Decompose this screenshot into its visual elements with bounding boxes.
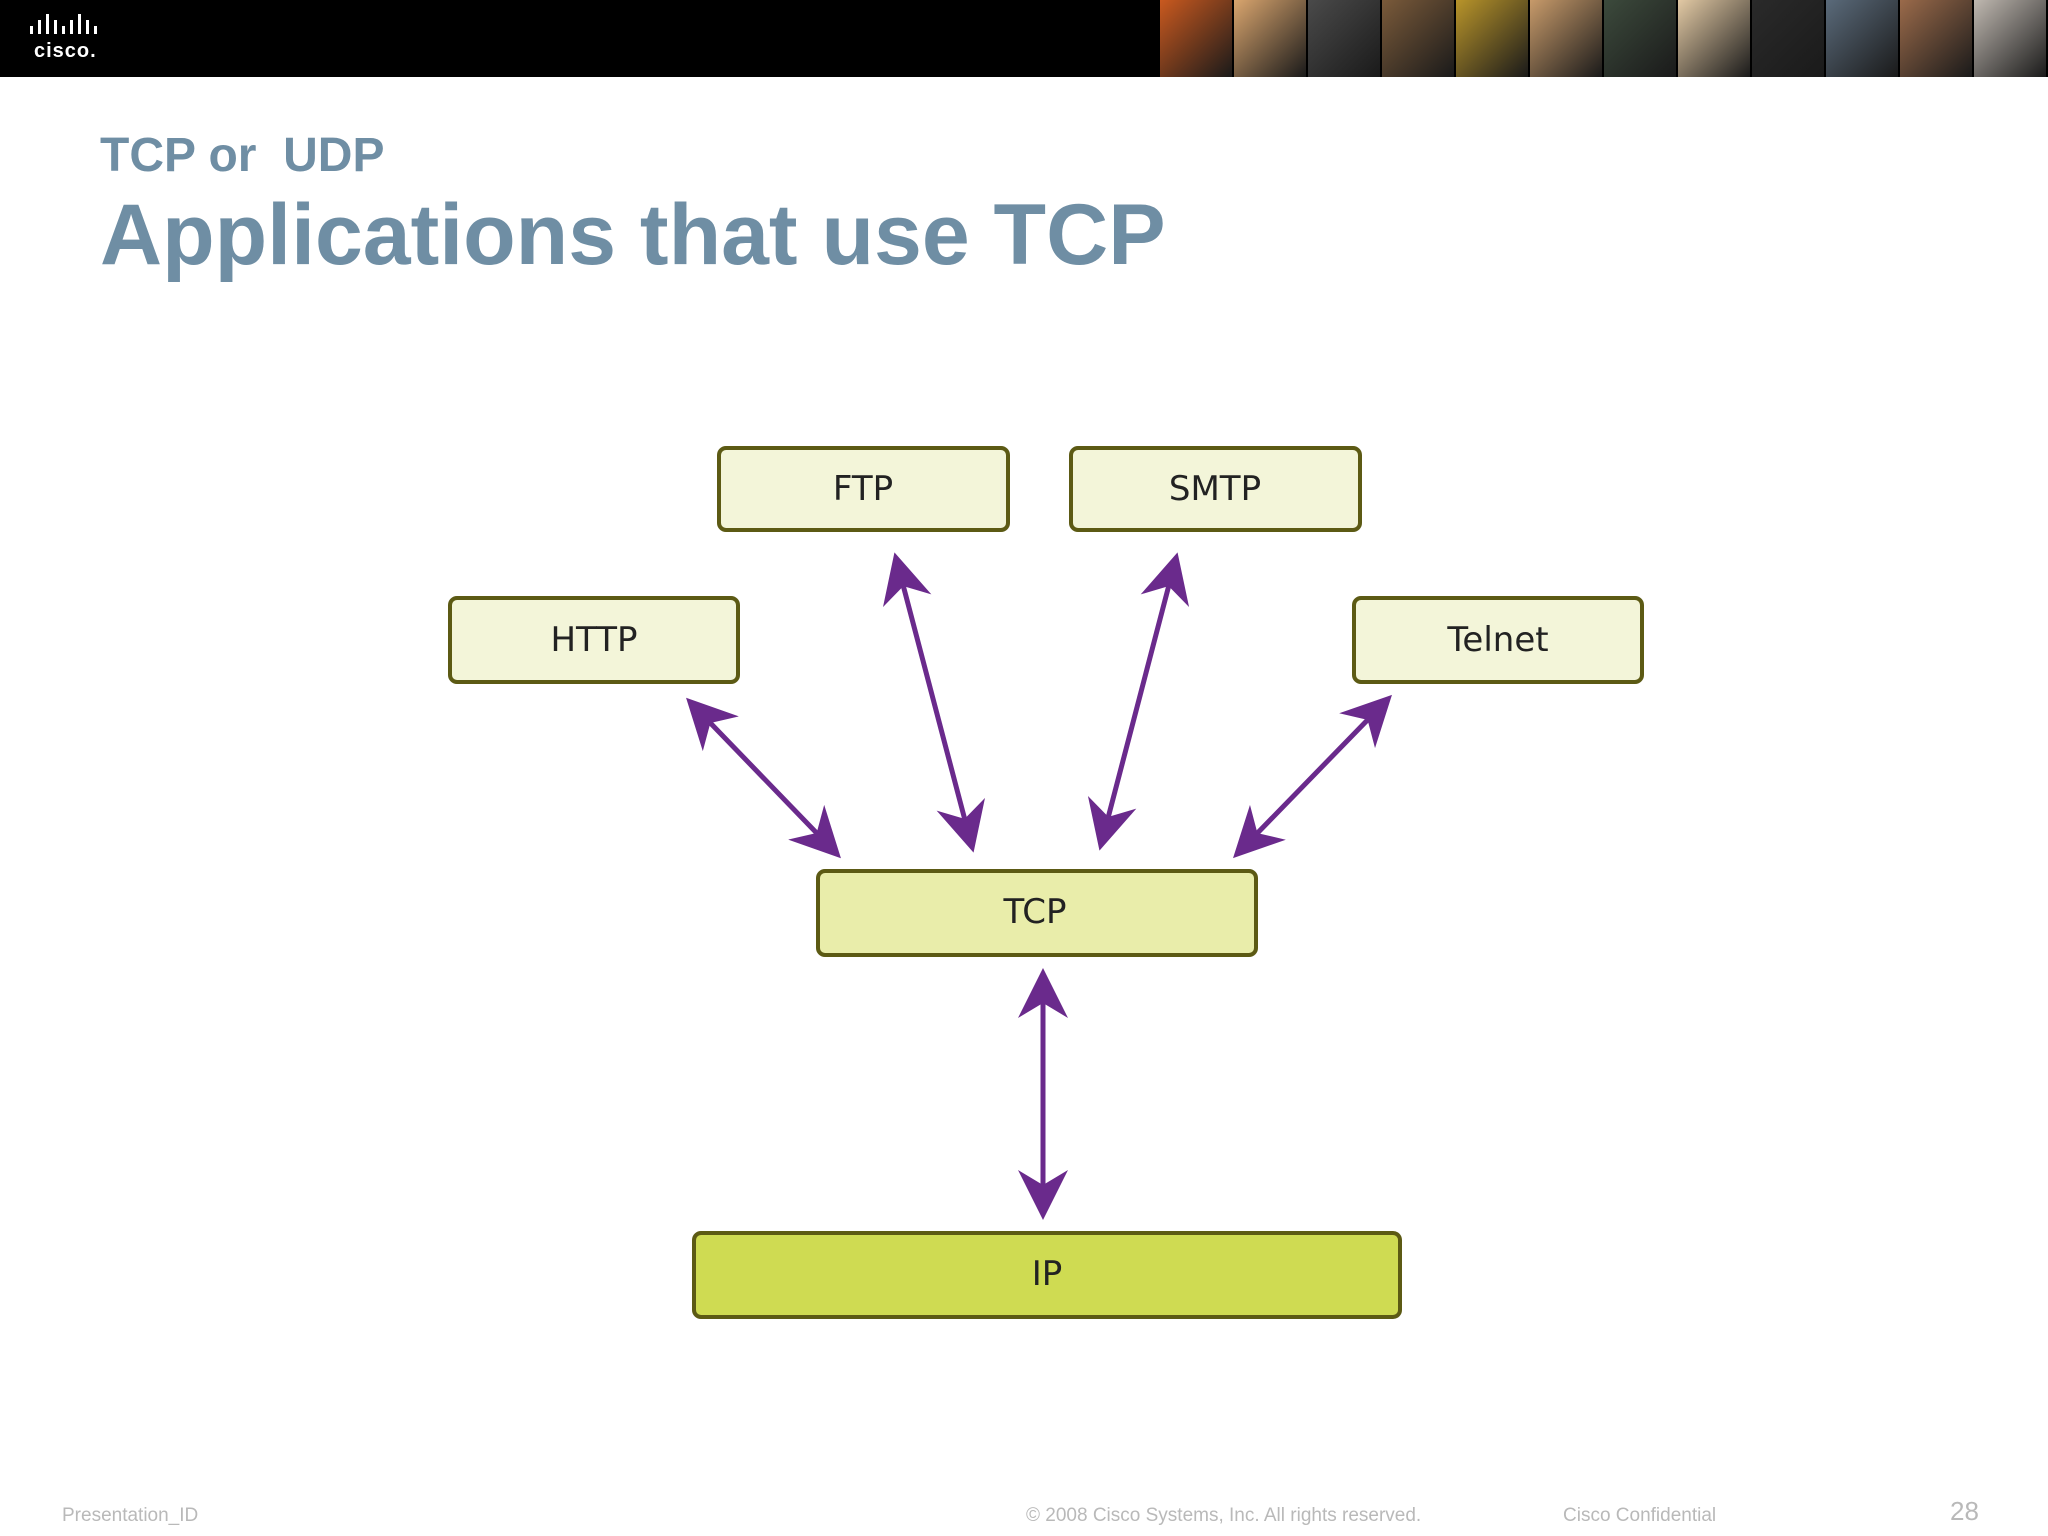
header-bar: cisco. [0, 0, 2048, 77]
slide-subtitle: TCP or UDP [100, 129, 385, 182]
header-photo-tile [1604, 0, 1678, 77]
header-photo-tile [1752, 0, 1826, 77]
node-tcp: TCP [816, 869, 1258, 957]
header-photo-tile [1308, 0, 1382, 77]
header-photo-tile [1456, 0, 1530, 77]
arrow-ftp-tcp [883, 552, 985, 853]
footer-copyright: © 2008 Cisco Systems, Inc. All rights re… [1026, 1505, 1422, 1526]
header-photo-tile [1160, 0, 1234, 77]
header-photo-tile [1678, 0, 1752, 77]
node-http: HTTP [448, 596, 740, 684]
node-smtp-label: SMTP [1169, 469, 1261, 509]
photo-strip [1160, 0, 2048, 77]
header-photo-tile [1234, 0, 1308, 77]
header-photo-tile [1530, 0, 1604, 77]
header-photo-tile [1382, 0, 1456, 77]
node-ftp-label: FTP [833, 469, 893, 509]
header-photo-tile [1974, 0, 2048, 77]
arrow-telnet-tcp [1233, 694, 1392, 859]
arrow-http-tcp [686, 697, 841, 859]
node-smtp: SMTP [1069, 446, 1362, 532]
node-telnet-label: Telnet [1446, 620, 1548, 660]
header-photo-tile [1826, 0, 1900, 77]
node-telnet: Telnet [1352, 596, 1644, 684]
node-http-label: HTTP [550, 620, 637, 660]
node-ftp: FTP [717, 446, 1010, 532]
cisco-logo-bars-icon [30, 14, 97, 34]
footer-confidential: Cisco Confidential [1563, 1505, 1717, 1526]
slide-title: Applications that use TCP [100, 187, 1166, 283]
node-ip: IP [692, 1231, 1402, 1319]
cisco-logo-text: cisco. [34, 40, 97, 62]
cisco-logo: cisco. [28, 14, 118, 64]
arrow-smtp-tcp [1087, 552, 1190, 851]
header-photo-tile [1900, 0, 1974, 77]
node-ip-label: IP [1032, 1254, 1063, 1294]
footer-presentation-id: Presentation_ID [62, 1505, 199, 1526]
node-tcp-label: TCP [1002, 892, 1066, 932]
page-number: 28 [1950, 1496, 1979, 1526]
